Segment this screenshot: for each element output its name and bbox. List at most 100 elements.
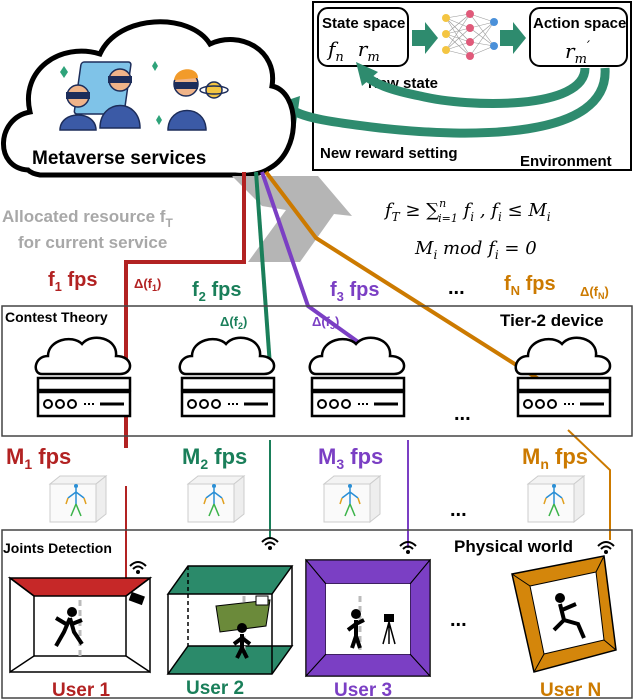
skeleton-torso — [205, 488, 223, 504]
fps-label-n: fN fps — [504, 273, 556, 298]
user-n-head-icon — [555, 593, 565, 603]
svg-text:rm′: rm′ — [565, 39, 591, 67]
skeleton-legs — [548, 503, 560, 517]
server-cloud-icon — [514, 336, 612, 376]
user-2-scene — [166, 565, 294, 675]
skeleton-head — [348, 484, 352, 488]
camera-icon-1 — [128, 591, 145, 606]
skeleton-thumbnails — [48, 474, 586, 524]
user-3-scene — [304, 558, 432, 678]
skeleton-box-front — [323, 483, 371, 523]
server-led — [43, 399, 53, 409]
server-led — [187, 399, 197, 409]
line-user-2 — [254, 171, 272, 367]
action-space-box — [529, 7, 628, 67]
server-led — [341, 399, 351, 409]
skeleton-ellipsis: ... — [450, 499, 467, 521]
edge-server-1 — [34, 336, 132, 418]
edge-server-3 — [308, 336, 406, 418]
user-label-2: User 2 — [186, 678, 244, 699]
metaverse-cloud: Metaverse services — [1, 19, 296, 178]
skeleton-thumbnail-4 — [526, 474, 586, 524]
skeleton-head — [74, 484, 78, 488]
camera-icon-2 — [255, 595, 269, 606]
skeleton-box-front — [49, 483, 97, 523]
delta-label-3: Δ(f3) — [312, 314, 339, 331]
edge-servers — [34, 336, 612, 418]
server-top-plate — [180, 376, 276, 392]
skeleton-thumbnail-2 — [186, 474, 246, 524]
state-var-m: m — [367, 50, 379, 65]
wifi-icon-n — [597, 541, 615, 554]
server-top-plate — [36, 376, 132, 392]
skeleton-head — [552, 484, 556, 488]
user-label-1: User 1 — [52, 680, 111, 700]
user-label-n: User N — [540, 680, 601, 700]
skeleton-torso — [341, 488, 359, 504]
server-ellipsis: ... — [454, 403, 471, 425]
user-1-head-icon — [67, 607, 77, 617]
server-led — [329, 399, 339, 409]
tripod-camera-icon — [382, 614, 396, 645]
server-top-plate — [516, 376, 612, 392]
fps-ellipsis-top: ... — [448, 277, 465, 299]
metaverse-services-title: Metaverse services — [32, 148, 206, 169]
physical-world-label: Physical world — [454, 537, 573, 556]
action-var-m: m — [575, 52, 587, 67]
skeleton-hands — [65, 497, 87, 505]
user-1-scene — [7, 576, 153, 674]
action-var-r: r — [565, 39, 576, 63]
current-service-label: for current service — [18, 233, 167, 252]
server-cloud-icon — [178, 336, 276, 376]
wifi-icon-3 — [399, 541, 417, 554]
wifi-icon-1 — [129, 561, 147, 574]
skeleton-box-side — [95, 474, 107, 524]
skeleton-thumbnail-1 — [48, 474, 108, 524]
server-led — [523, 399, 533, 409]
fps-label-1: f1 fps — [48, 269, 97, 294]
tier2-box — [1, 305, 633, 437]
vr-users-icon — [59, 61, 229, 131]
delta-label-n: Δ(fN) — [580, 284, 609, 301]
state-var-r: r — [358, 37, 369, 61]
svg-text:fT ≥ ∑ni=1 fi , fi ≤ Mi: fT ≥ ∑ni=1 fi , fi ≤ Mi — [383, 197, 551, 225]
allocated-resource-arrow — [232, 176, 352, 262]
skeleton-legs — [208, 503, 220, 517]
skeleton-box-front — [527, 483, 575, 523]
contest-theory-label: Contest Theory — [5, 309, 108, 325]
skeleton-torso — [545, 488, 563, 504]
reward-arrow — [289, 67, 610, 138]
server-led — [211, 399, 221, 409]
state-space-label: State space — [322, 15, 405, 32]
skeleton-legs — [344, 503, 356, 517]
skeleton-box-side — [369, 474, 381, 524]
device-fps-1: M1 fps — [6, 444, 71, 472]
fps-label-2: f2 fps — [192, 279, 241, 304]
server-led — [317, 399, 327, 409]
svg-text:Mi mod fi = 0: Mi mod fi = 0 — [414, 238, 537, 262]
connection-lines — [124, 170, 611, 580]
physical-world-box — [1, 529, 633, 699]
skeleton-head — [212, 484, 216, 488]
skeleton-hands — [543, 497, 565, 505]
user-3-head-icon — [351, 609, 361, 619]
device-fps-3: M3 fps — [318, 444, 383, 472]
skeleton-box-side — [573, 474, 585, 524]
skeleton-thumbnail-3 — [322, 474, 382, 524]
user-2-head-icon — [237, 623, 247, 633]
skeleton-legs — [70, 503, 82, 517]
line-user-n — [264, 170, 542, 382]
action-space-label: Action space — [533, 15, 626, 32]
delta-label-1: Δ(f1) — [134, 276, 161, 293]
state-to-nn-arrow — [412, 22, 438, 54]
device-fps-2: M2 fps — [182, 444, 247, 472]
skeleton-box-front — [187, 483, 235, 523]
device-fps-n: Mn fps — [522, 444, 588, 472]
neural-network-icon — [442, 10, 498, 60]
environment-label: Environment — [520, 153, 612, 170]
line-user-1 — [124, 172, 246, 366]
skeleton-hands — [339, 497, 361, 505]
